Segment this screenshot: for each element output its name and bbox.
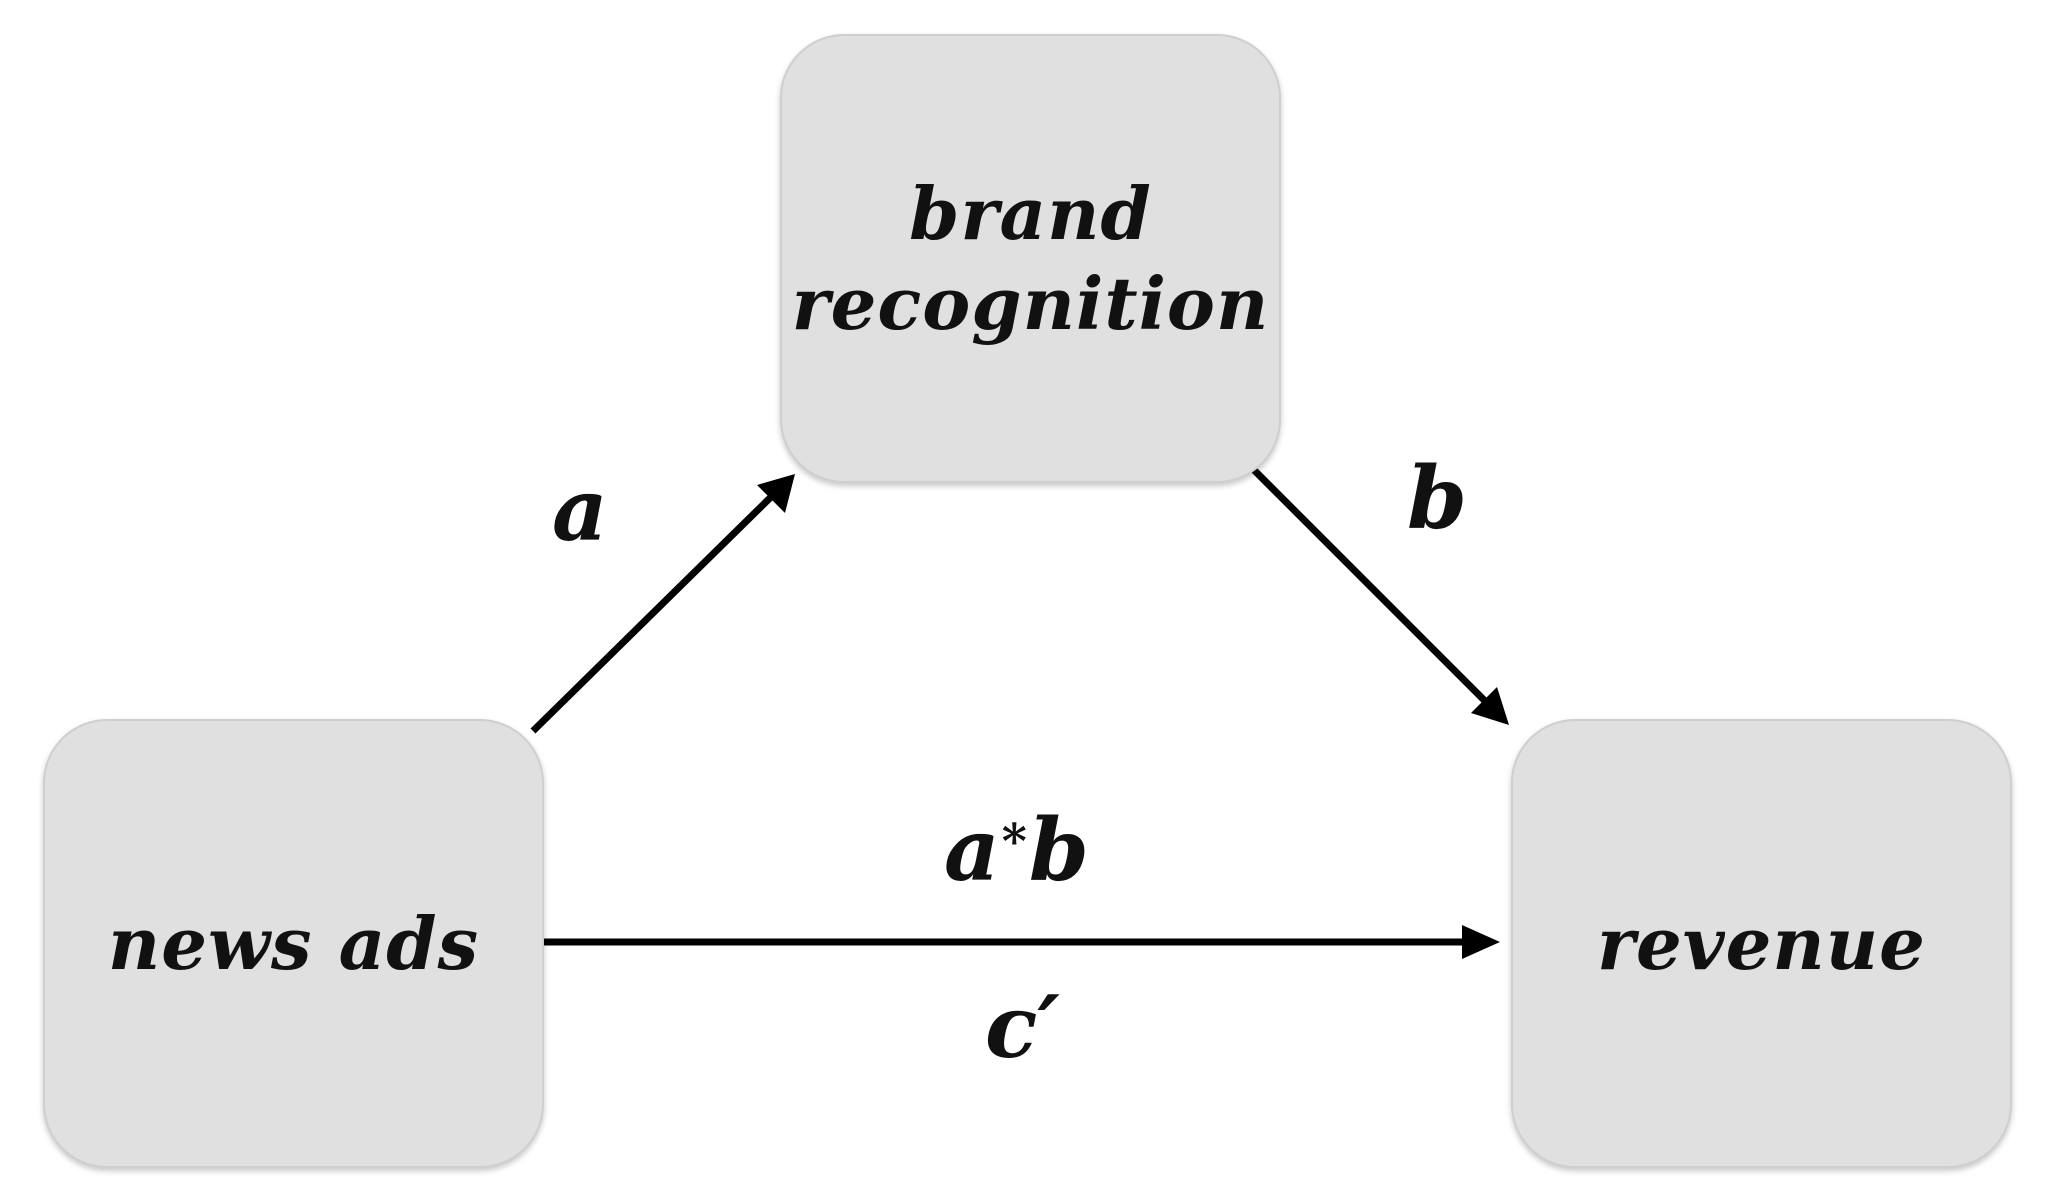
arrow-b — [1250, 466, 1490, 706]
node-brand-recognition-line2: recognition — [791, 260, 1270, 346]
edge-label-c-prime: c′ — [985, 977, 1061, 1078]
arrowhead-b — [1471, 687, 1509, 725]
arrowhead-a — [757, 474, 795, 513]
node-brand-recognition: brand recognition — [780, 34, 1281, 483]
node-news-ads-label: news ads — [107, 900, 480, 986]
edge-label-indirect-right: b — [1028, 800, 1089, 901]
node-revenue: revenue — [1511, 719, 2012, 1168]
arrow-a — [530, 493, 775, 734]
node-news-ads: news ads — [43, 719, 544, 1168]
edge-label-indirect: a*b — [944, 808, 1089, 894]
arrowhead-c-prime — [1462, 925, 1500, 959]
node-brand-recognition-line1: brand — [909, 170, 1152, 256]
edge-label-indirect-left: a — [944, 800, 1000, 901]
edge-label-a: a — [552, 460, 608, 561]
edge-label-b: b — [1407, 448, 1468, 549]
edge-label-indirect-op: * — [1001, 814, 1027, 870]
node-brand-recognition-label: brand recognition — [792, 169, 1270, 349]
node-revenue-label: revenue — [1597, 900, 1926, 986]
